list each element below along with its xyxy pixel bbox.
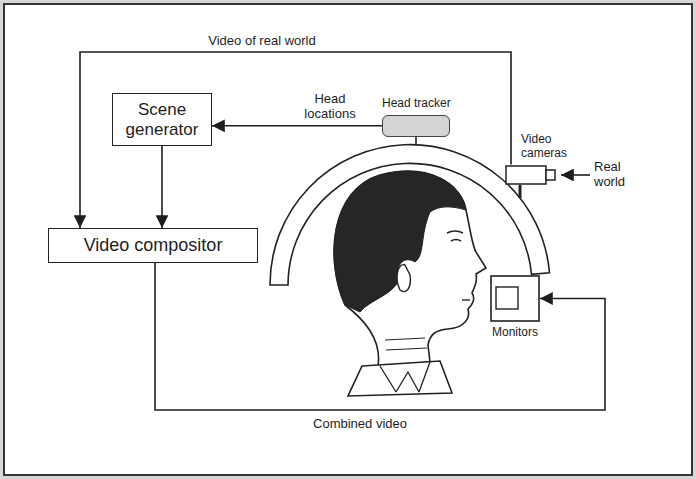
video-camera-shape	[505, 165, 557, 185]
real-world-arrow	[561, 174, 590, 176]
head-outline	[334, 171, 486, 366]
edge-label: Head locations	[292, 92, 368, 122]
connector-arrow	[161, 146, 163, 228]
camera-mount	[519, 185, 522, 198]
head-tracker: Head tracker	[382, 97, 451, 137]
camera-body	[506, 166, 546, 184]
tracker-mount	[415, 137, 417, 145]
hair	[334, 171, 466, 312]
node-label: Scene generator	[121, 100, 203, 139]
frame	[4, 4, 692, 475]
annotation-label: Real world	[594, 160, 640, 190]
neck-shade	[385, 338, 427, 350]
node-text: Video compositor	[57, 235, 249, 256]
node-label: Monitors	[492, 326, 538, 340]
camera-lens	[546, 170, 555, 180]
connector-arrow	[212, 125, 382, 127]
head-tracker-shape	[382, 115, 450, 137]
edge-label: Combined video	[311, 417, 409, 432]
monitor: Monitors	[490, 275, 540, 340]
collar	[348, 361, 452, 396]
node-label: Head tracker	[382, 97, 451, 111]
monitor-symbol	[490, 275, 540, 322]
monitor-case	[491, 276, 539, 321]
eyebrow	[447, 231, 463, 233]
mouth	[462, 299, 470, 300]
ear	[397, 265, 410, 292]
node-label: Video compositor	[57, 235, 249, 256]
monitor-screen	[496, 287, 518, 309]
monitor-shape	[490, 275, 540, 322]
process-box: Scene generator	[112, 93, 212, 146]
process-box: Video compositor	[48, 228, 258, 263]
node-text: Scene generator	[121, 100, 203, 139]
edge-label: Video of real world	[206, 34, 317, 49]
eye	[451, 240, 461, 242]
connector-arrow	[155, 263, 605, 410]
video-camera: Video cameras	[505, 133, 583, 185]
node-label: Video cameras	[505, 133, 583, 161]
camera-symbol	[505, 165, 557, 185]
collar-lines	[380, 362, 430, 392]
connector-arrow	[80, 52, 511, 228]
node-text: Monitors	[492, 326, 538, 340]
node-text: Video cameras	[521, 133, 583, 161]
node-text: Head tracker	[382, 97, 451, 111]
